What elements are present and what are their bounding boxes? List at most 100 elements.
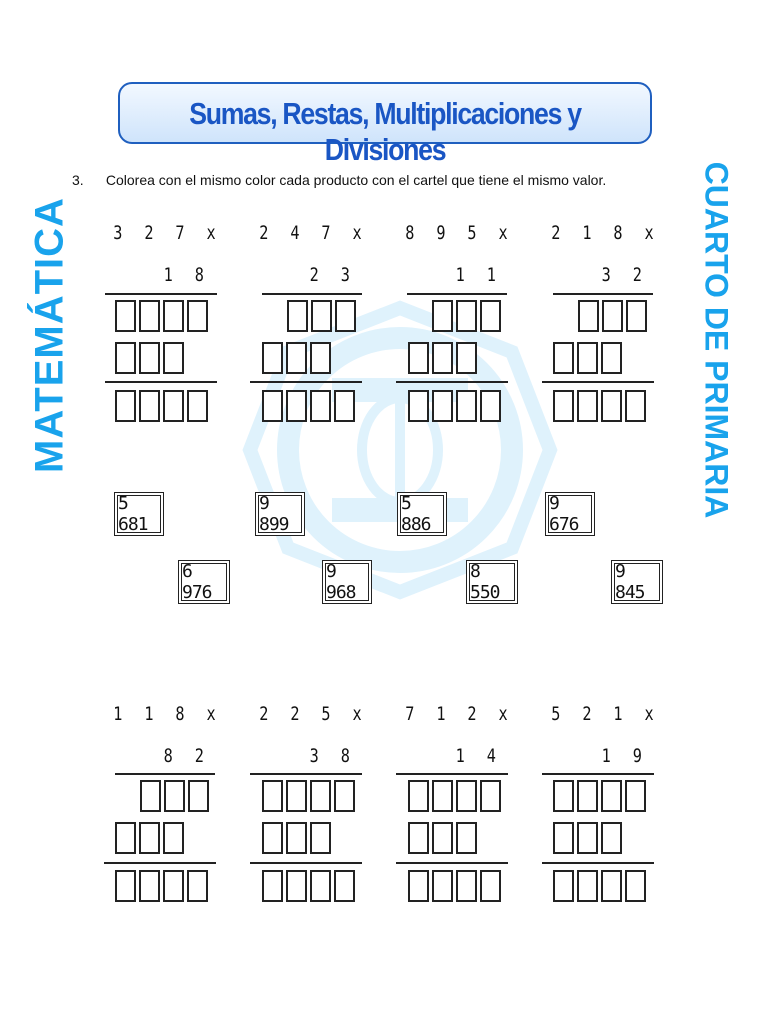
digit-box[interactable] [456,780,477,812]
value-card[interactable]: 6 976 [178,560,230,604]
digit-box[interactable] [310,390,331,422]
side-label-right: CUARTO DE PRIMARIA [695,162,737,519]
digit-box[interactable] [432,342,453,374]
digit-box[interactable] [115,822,136,854]
digit-box[interactable] [286,342,307,374]
value-card[interactable]: 5 681 [114,492,164,536]
rule [262,293,362,295]
digit-box[interactable] [163,300,184,332]
digit-box[interactable] [163,822,184,854]
digit-box[interactable] [626,300,647,332]
digit-box[interactable] [432,390,453,422]
digit-box[interactable] [456,822,477,854]
digit-box[interactable] [456,342,477,374]
digit-box[interactable] [432,780,453,812]
digit-box[interactable] [578,300,599,332]
digit-box[interactable] [553,870,574,902]
digit-box[interactable] [311,300,332,332]
digit-box[interactable] [432,300,453,332]
digit-box[interactable] [164,780,185,812]
digit-box[interactable] [163,342,184,374]
digit-box[interactable] [601,780,622,812]
digit-box[interactable] [310,870,331,902]
digit-box[interactable] [286,870,307,902]
value-card[interactable]: 9 968 [322,560,372,604]
instruction-number: 3. [72,172,84,188]
digit-box[interactable] [480,780,501,812]
digit-box[interactable] [456,390,477,422]
digit-box[interactable] [286,390,307,422]
digit-box[interactable] [432,870,453,902]
digit-box[interactable] [262,390,283,422]
digit-box[interactable] [187,390,208,422]
digit-box[interactable] [334,390,355,422]
digit-box[interactable] [310,780,331,812]
digit-box[interactable] [262,780,283,812]
digit-box[interactable] [601,390,622,422]
digit-box[interactable] [577,342,598,374]
digit-box[interactable] [625,780,646,812]
digit-box[interactable] [577,870,598,902]
digit-box[interactable] [553,780,574,812]
digit-box[interactable] [187,300,208,332]
value-card[interactable]: 9 899 [255,492,305,536]
answer-row-1 [553,780,646,812]
digit-box[interactable] [408,342,429,374]
digit-box[interactable] [577,780,598,812]
digit-box[interactable] [140,780,161,812]
rule [542,862,654,864]
value-card[interactable]: 5 886 [397,492,447,536]
digit-box[interactable] [286,780,307,812]
digit-box[interactable] [163,390,184,422]
digit-box[interactable] [480,390,501,422]
digit-box[interactable] [601,822,622,854]
digit-box[interactable] [601,342,622,374]
digit-box[interactable] [625,870,646,902]
digit-box[interactable] [139,342,160,374]
digit-box[interactable] [408,390,429,422]
value-card[interactable]: 9 845 [611,560,663,604]
digit-box[interactable] [408,780,429,812]
digit-box[interactable] [115,390,136,422]
digit-box[interactable] [553,822,574,854]
digit-box[interactable] [577,390,598,422]
digit-box[interactable] [335,300,356,332]
digit-box[interactable] [286,822,307,854]
digit-box[interactable] [115,870,136,902]
value-card[interactable]: 8 550 [466,560,518,604]
value-card[interactable]: 9 676 [545,492,595,536]
digit-box[interactable] [334,870,355,902]
digit-box[interactable] [553,390,574,422]
digit-box[interactable] [139,870,160,902]
digit-box[interactable] [602,300,623,332]
digit-box[interactable] [432,822,453,854]
digit-box[interactable] [310,342,331,374]
digit-box[interactable] [310,822,331,854]
digit-box[interactable] [287,300,308,332]
digit-box[interactable] [139,822,160,854]
multiplicand: 8 9 5 x [405,222,514,244]
digit-box[interactable] [139,390,160,422]
rule [542,381,654,383]
digit-box[interactable] [188,780,209,812]
digit-box[interactable] [480,870,501,902]
digit-box[interactable] [456,870,477,902]
digit-box[interactable] [553,342,574,374]
digit-box[interactable] [408,870,429,902]
digit-box[interactable] [262,342,283,374]
digit-box[interactable] [139,300,160,332]
digit-box[interactable] [187,870,208,902]
digit-box[interactable] [163,870,184,902]
digit-box[interactable] [577,822,598,854]
multiplicand: 7 1 2 x [405,703,514,725]
digit-box[interactable] [408,822,429,854]
digit-box[interactable] [262,822,283,854]
digit-box[interactable] [115,300,136,332]
digit-box[interactable] [456,300,477,332]
digit-box[interactable] [601,870,622,902]
digit-box[interactable] [115,342,136,374]
digit-box[interactable] [625,390,646,422]
digit-box[interactable] [262,870,283,902]
digit-box[interactable] [480,300,501,332]
digit-box[interactable] [334,780,355,812]
